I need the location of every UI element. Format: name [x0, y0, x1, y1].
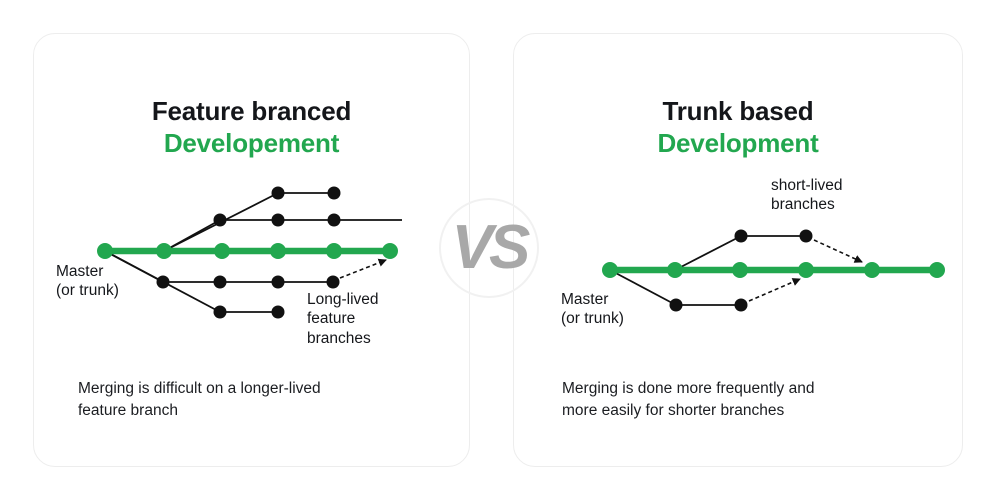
caption-trunk-based: Merging is done more frequently and more…	[562, 380, 815, 420]
trunk-commit-node	[326, 243, 342, 259]
branch-commit-node	[213, 213, 227, 227]
graph-trunk-based	[602, 229, 945, 312]
trunk-commit-node	[382, 243, 398, 259]
panel-title-right-line1: Trunk based	[662, 96, 814, 126]
trunk-commit-node	[602, 262, 618, 278]
trunk-commit-node	[732, 262, 748, 278]
branch-commit-node	[734, 229, 748, 243]
branch-commit-node	[799, 229, 813, 243]
panel-title-left-line2: Developement	[163, 127, 340, 158]
branch-commit-node	[213, 275, 227, 289]
branch-commit-node	[327, 213, 341, 227]
label-short-lived-branches: short-lived branches	[771, 177, 843, 214]
branch-commit-node	[156, 275, 170, 289]
panel-title-left: Feature branced Developement	[34, 96, 469, 159]
label-master-right: Master (or trunk)	[561, 291, 624, 328]
branch-commit-node	[326, 275, 340, 289]
graph-feature-branched	[97, 186, 402, 319]
branch-commit-node	[327, 186, 341, 200]
vs-ring-decoration	[439, 198, 539, 298]
label-master-left: Master (or trunk)	[56, 263, 119, 300]
trunk-commit-node	[667, 262, 683, 278]
branch-commit-node	[669, 298, 683, 312]
merge-arrow	[748, 278, 801, 302]
merge-arrow	[813, 239, 863, 263]
trunk-commit-node	[214, 243, 230, 259]
branch-commit-node	[271, 186, 285, 200]
trunk-commit-node	[270, 243, 286, 259]
merge-arrow	[339, 258, 387, 279]
branch-commit-node	[213, 305, 227, 319]
trunk-commit-node	[798, 262, 814, 278]
vs-badge: VS	[437, 196, 541, 300]
caption-feature-branched: Merging is difficult on a longer-lived f…	[78, 380, 321, 420]
branch-fork-line	[609, 269, 677, 306]
panel-trunk-based: Trunk based Development	[513, 33, 963, 467]
trunk-commit-node	[97, 243, 113, 259]
trunk-commit-node	[156, 243, 172, 259]
branch-fork-line	[163, 219, 221, 252]
trunk-commit-node	[929, 262, 945, 278]
branch-fork-line	[674, 235, 742, 271]
panel-title-left-line1: Feature branced	[151, 96, 352, 126]
branch-commit-node	[734, 298, 748, 312]
trunk-commit-node	[864, 262, 880, 278]
branch-commit-node	[271, 305, 285, 319]
branch-commit-node	[271, 275, 285, 289]
panel-title-right-line2: Development	[657, 127, 819, 158]
panel-title-right: Trunk based Development	[514, 96, 962, 159]
label-long-lived-branches: Long-lived feature branches	[307, 291, 379, 347]
branch-commit-node	[271, 213, 285, 227]
